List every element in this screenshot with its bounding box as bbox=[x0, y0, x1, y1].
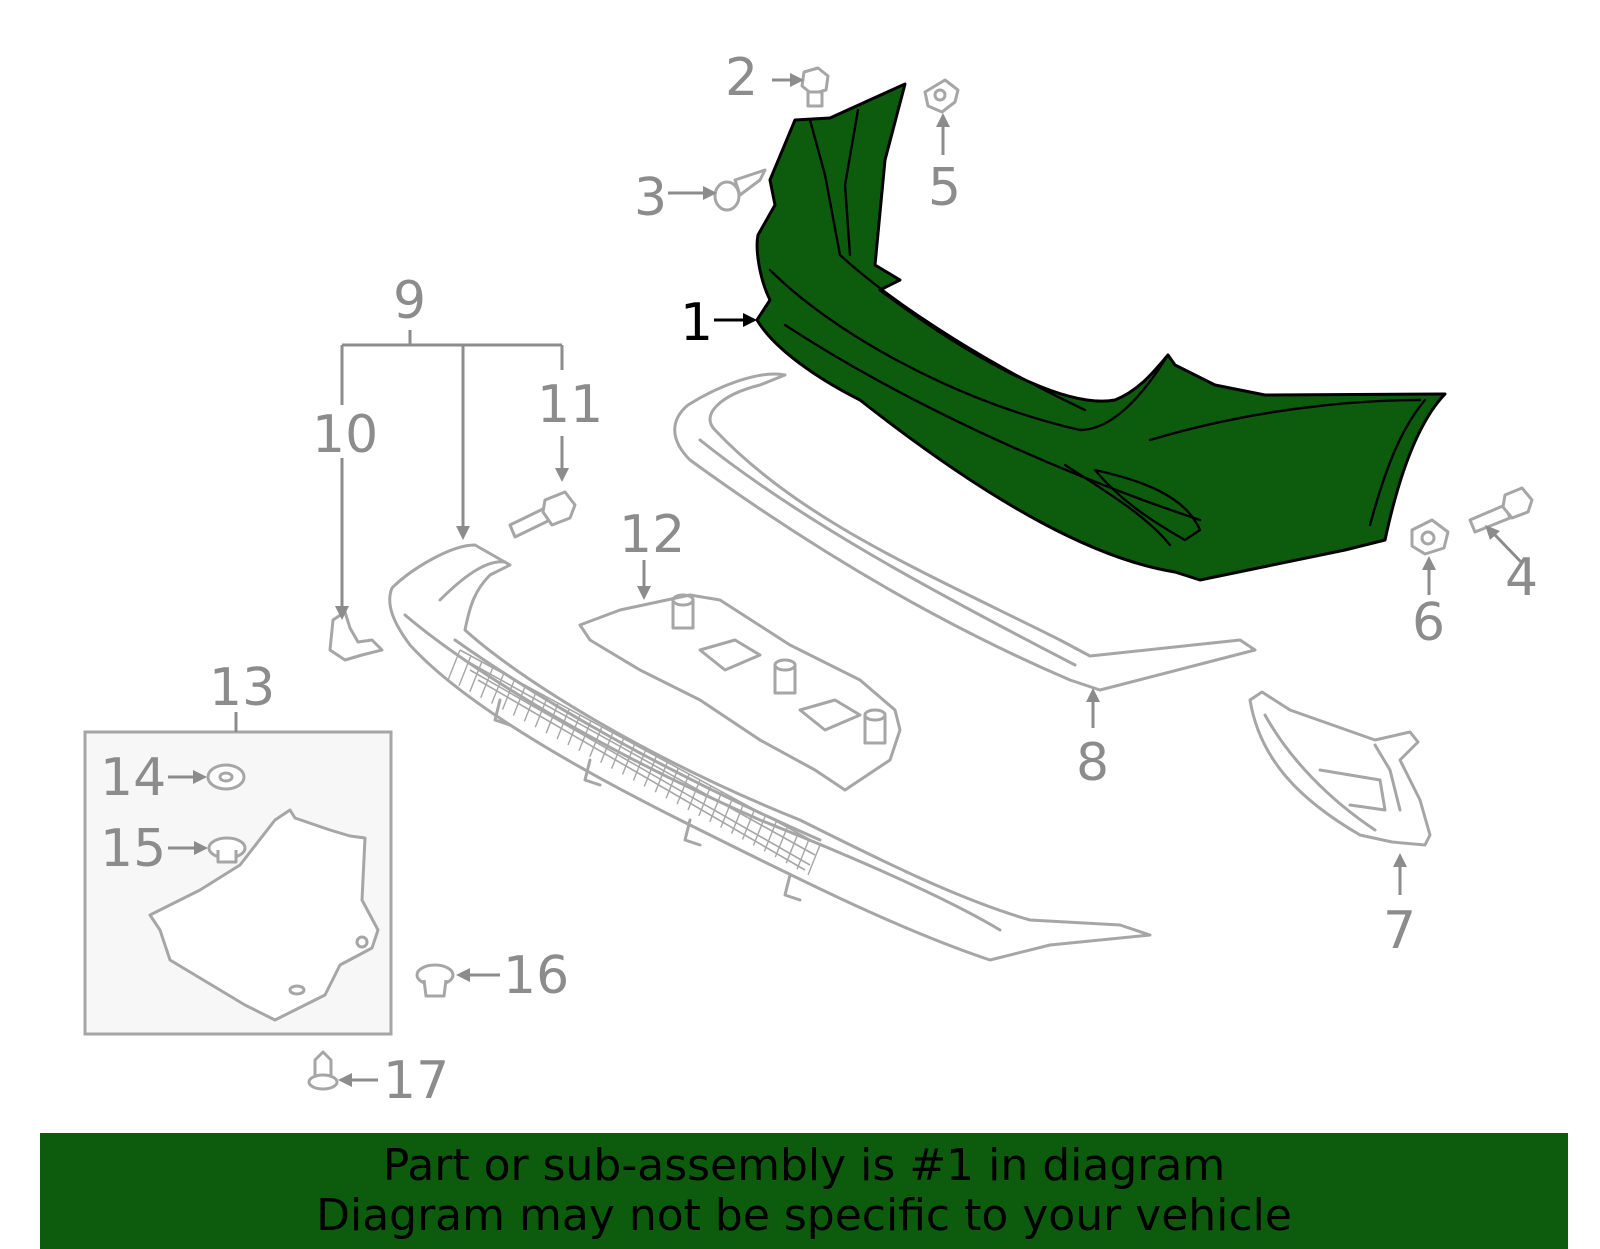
grommet-part-14[interactable] bbox=[206, 763, 246, 791]
callout-9[interactable]: 9 bbox=[393, 271, 426, 331]
grille-mesh-line bbox=[621, 744, 636, 775]
energy-absorber-part-12[interactable] bbox=[578, 593, 902, 792]
nut-part-5[interactable] bbox=[923, 78, 960, 114]
callout-5[interactable]: 5 bbox=[928, 158, 961, 218]
info-banner: Part or sub-assembly is #1 in diagram Di… bbox=[40, 1133, 1568, 1249]
grille-mesh-line bbox=[469, 661, 483, 693]
splash-shield-kit-part-13[interactable] bbox=[83, 730, 393, 1036]
grille-mesh-line bbox=[720, 797, 734, 828]
grille-mesh-line bbox=[578, 720, 592, 752]
grille-mesh-line bbox=[676, 773, 690, 805]
banner-line-2: Diagram may not be specific to your vehi… bbox=[316, 1190, 1292, 1241]
bumper-cover-part-1[interactable] bbox=[755, 82, 1447, 582]
grille-mesh-line bbox=[490, 673, 505, 704]
clip-part-6[interactable] bbox=[1410, 518, 1450, 556]
grille-mesh-line bbox=[545, 702, 559, 734]
grille-mesh-line bbox=[807, 844, 821, 876]
callout-labels: 1 2 3 4 5 6 7 8 9 10 11 12 13 14 15 16 1… bbox=[100, 48, 1538, 1111]
callout-2[interactable]: 2 bbox=[725, 48, 758, 108]
grille-mesh-line bbox=[534, 697, 548, 728]
callout-7[interactable]: 7 bbox=[1383, 901, 1416, 961]
grille-mesh-line bbox=[501, 679, 516, 710]
grille-mesh-line bbox=[567, 714, 581, 746]
side-insert-part-7[interactable] bbox=[1248, 690, 1432, 847]
grille-mesh-line bbox=[763, 821, 778, 852]
leader-lines bbox=[168, 73, 1524, 1087]
grille-mesh-line bbox=[512, 685, 527, 716]
bolt-part-2[interactable] bbox=[800, 66, 830, 108]
grille-mesh-line bbox=[654, 762, 668, 793]
screw-part-3[interactable] bbox=[713, 168, 767, 212]
grille-mesh-line bbox=[709, 791, 723, 823]
bracket-part-10[interactable] bbox=[328, 610, 384, 662]
lower-valance-part-9[interactable] bbox=[388, 543, 1152, 962]
grille-mesh-line bbox=[556, 708, 570, 740]
grille-mesh-line bbox=[610, 738, 625, 769]
grille-mesh-line bbox=[774, 827, 788, 858]
callout-4[interactable]: 4 bbox=[1505, 548, 1538, 608]
callout-10[interactable]: 10 bbox=[312, 405, 378, 465]
grille-mesh-line bbox=[632, 750, 647, 781]
grille-mesh-line bbox=[458, 655, 472, 687]
callout-14[interactable]: 14 bbox=[100, 748, 166, 808]
callout-11[interactable]: 11 bbox=[537, 375, 603, 435]
grille-mesh-line bbox=[589, 726, 603, 758]
grille-mesh-line bbox=[687, 779, 701, 811]
grille-mesh-line bbox=[523, 691, 538, 722]
grille-mesh-line bbox=[741, 809, 756, 840]
callout-15[interactable]: 15 bbox=[100, 819, 166, 879]
grille-mesh-line bbox=[752, 815, 767, 846]
grille-mesh-line bbox=[785, 832, 799, 864]
grille-mesh-line bbox=[665, 767, 679, 799]
callout-6[interactable]: 6 bbox=[1412, 593, 1445, 653]
banner-line-1: Part or sub-assembly is #1 in diagram bbox=[382, 1140, 1226, 1191]
grille-mesh-line bbox=[643, 756, 658, 787]
callout-3[interactable]: 3 bbox=[634, 168, 667, 228]
grille-mesh-line bbox=[698, 785, 712, 817]
bolt-part-4[interactable] bbox=[1468, 486, 1534, 534]
grille-mesh-line bbox=[796, 838, 810, 870]
callout-12[interactable]: 12 bbox=[619, 505, 685, 565]
grille-mesh-line bbox=[480, 667, 494, 698]
bolt-part-11[interactable] bbox=[508, 490, 577, 539]
bumper-reinforcement-part-8[interactable] bbox=[673, 372, 1257, 692]
grille-mesh-line bbox=[730, 803, 745, 834]
callout-16[interactable]: 16 bbox=[503, 946, 569, 1006]
nut-part-16[interactable] bbox=[415, 963, 455, 998]
clip-part-15[interactable] bbox=[207, 836, 247, 864]
grille-mesh-line bbox=[447, 649, 461, 681]
callout-8[interactable]: 8 bbox=[1076, 733, 1109, 793]
callout-17[interactable]: 17 bbox=[383, 1051, 449, 1111]
grille-mesh-line bbox=[600, 732, 614, 763]
screw-part-17[interactable] bbox=[307, 1050, 339, 1091]
callout-13[interactable]: 13 bbox=[209, 658, 275, 718]
callout-1[interactable]: 1 bbox=[680, 293, 713, 353]
